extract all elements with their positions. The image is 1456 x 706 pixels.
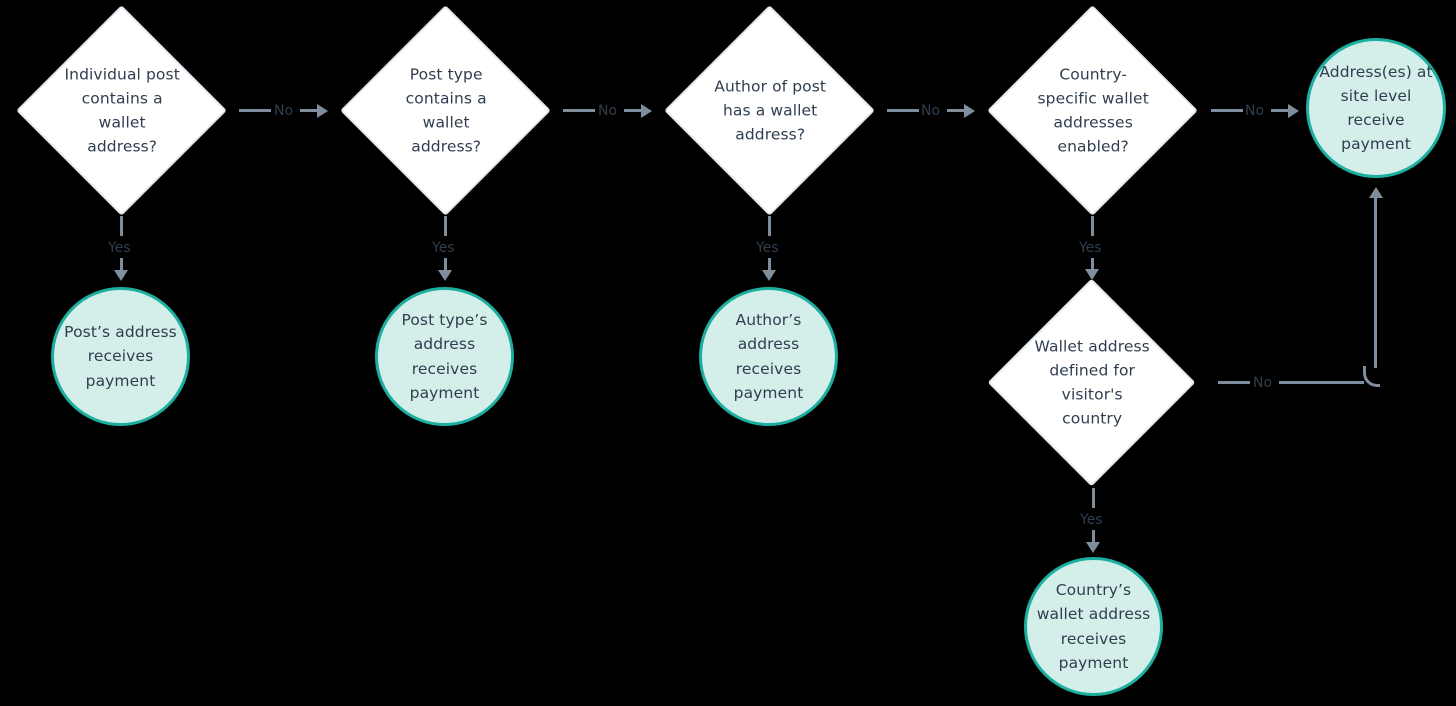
- arrowhead-no-4: [1288, 104, 1299, 118]
- arrowhead-no-2: [641, 104, 652, 118]
- edge-label-yes-3: Yes: [756, 240, 779, 256]
- connector-no-4-right: [1271, 109, 1289, 112]
- connector-yes-2-top: [444, 216, 447, 236]
- decision-country-wallet-defined[interactable]: Wallet address defined for visitor's cou…: [987, 278, 1196, 487]
- terminal-author-address[interactable]: Author’s address receives payment: [699, 287, 838, 426]
- decision-individual-post-wallet-label: Individual post contains a wallet addres…: [63, 65, 180, 156]
- connector-yes-2-bottom: [444, 258, 447, 271]
- decision-author-wallet-label: Author of post has a wallet address?: [713, 77, 826, 144]
- arrowhead-yes-5: [1086, 542, 1100, 553]
- connector-yes-5-bottom: [1092, 530, 1095, 543]
- decision-country-specific-enabled[interactable]: Country- specific wallet addresses enabl…: [987, 5, 1198, 216]
- terminal-country-wallet-address-label: Country’s wallet address receives paymen…: [1036, 581, 1151, 672]
- decision-author-wallet[interactable]: Author of post has a wallet address?: [664, 5, 875, 216]
- connector-no-3-right: [947, 109, 965, 112]
- decision-post-type-wallet-label: Post type contains a wallet address?: [404, 65, 487, 156]
- edge-label-no-4: No: [1245, 103, 1265, 119]
- connector-no-5-right: [1279, 381, 1364, 384]
- arrowhead-yes-4: [1085, 269, 1099, 280]
- connector-yes-5-top: [1092, 488, 1095, 508]
- decision-country-specific-enabled-label: Country- specific wallet addresses enabl…: [1036, 65, 1149, 156]
- connector-yes-3-top: [768, 216, 771, 236]
- connector-no-5-left: [1218, 381, 1250, 384]
- decision-country-wallet-defined-label: Wallet address defined for visitor's cou…: [1033, 337, 1150, 428]
- connector-no-4-left: [1211, 109, 1243, 112]
- connector-yes-1-top: [120, 216, 123, 236]
- edge-label-no-3: No: [921, 103, 941, 119]
- connector-yes-4-bottom: [1091, 258, 1094, 270]
- connector-no-5-elbow: [1363, 366, 1380, 387]
- terminal-site-level-addresses-label: Address(es) at site level receive paymen…: [1319, 62, 1433, 154]
- connector-no-2-left: [563, 109, 595, 112]
- terminal-author-address-label: Author’s address receives payment: [733, 311, 804, 402]
- decision-post-type-wallet[interactable]: Post type contains a wallet address?: [340, 5, 551, 216]
- arrowhead-no-5: [1369, 187, 1383, 198]
- terminal-post-type-address-label: Post type’s address receives payment: [401, 311, 488, 402]
- edge-label-no-1: No: [274, 103, 294, 119]
- arrowhead-yes-2: [438, 270, 452, 281]
- terminal-country-wallet-address[interactable]: Country’s wallet address receives paymen…: [1024, 557, 1163, 696]
- edge-label-yes-1: Yes: [108, 240, 131, 256]
- edge-label-yes-4: Yes: [1079, 240, 1102, 256]
- arrowhead-no-1: [317, 104, 328, 118]
- edge-label-no-2: No: [598, 103, 618, 119]
- edge-label-no-5: No: [1253, 375, 1273, 391]
- terminal-post-address[interactable]: Post’s address receives payment: [51, 287, 190, 426]
- edge-label-yes-5: Yes: [1080, 512, 1103, 528]
- connector-yes-4-top: [1091, 216, 1094, 236]
- connector-yes-3-bottom: [768, 258, 771, 271]
- edge-label-yes-2: Yes: [432, 240, 455, 256]
- connector-yes-1-bottom: [120, 258, 123, 271]
- decision-individual-post-wallet[interactable]: Individual post contains a wallet addres…: [16, 5, 227, 216]
- terminal-post-address-label: Post’s address receives payment: [64, 323, 177, 390]
- connector-no-5-riser: [1374, 198, 1377, 368]
- connector-no-1-right: [300, 109, 318, 112]
- connector-no-3-left: [887, 109, 919, 112]
- arrowhead-yes-3: [762, 270, 776, 281]
- arrowhead-yes-1: [114, 270, 128, 281]
- connector-no-2-right: [624, 109, 642, 112]
- arrowhead-no-3: [964, 104, 975, 118]
- terminal-post-type-address[interactable]: Post type’s address receives payment: [375, 287, 514, 426]
- connector-no-1-left: [239, 109, 271, 112]
- terminal-site-level-addresses[interactable]: Address(es) at site level receive paymen…: [1306, 38, 1446, 178]
